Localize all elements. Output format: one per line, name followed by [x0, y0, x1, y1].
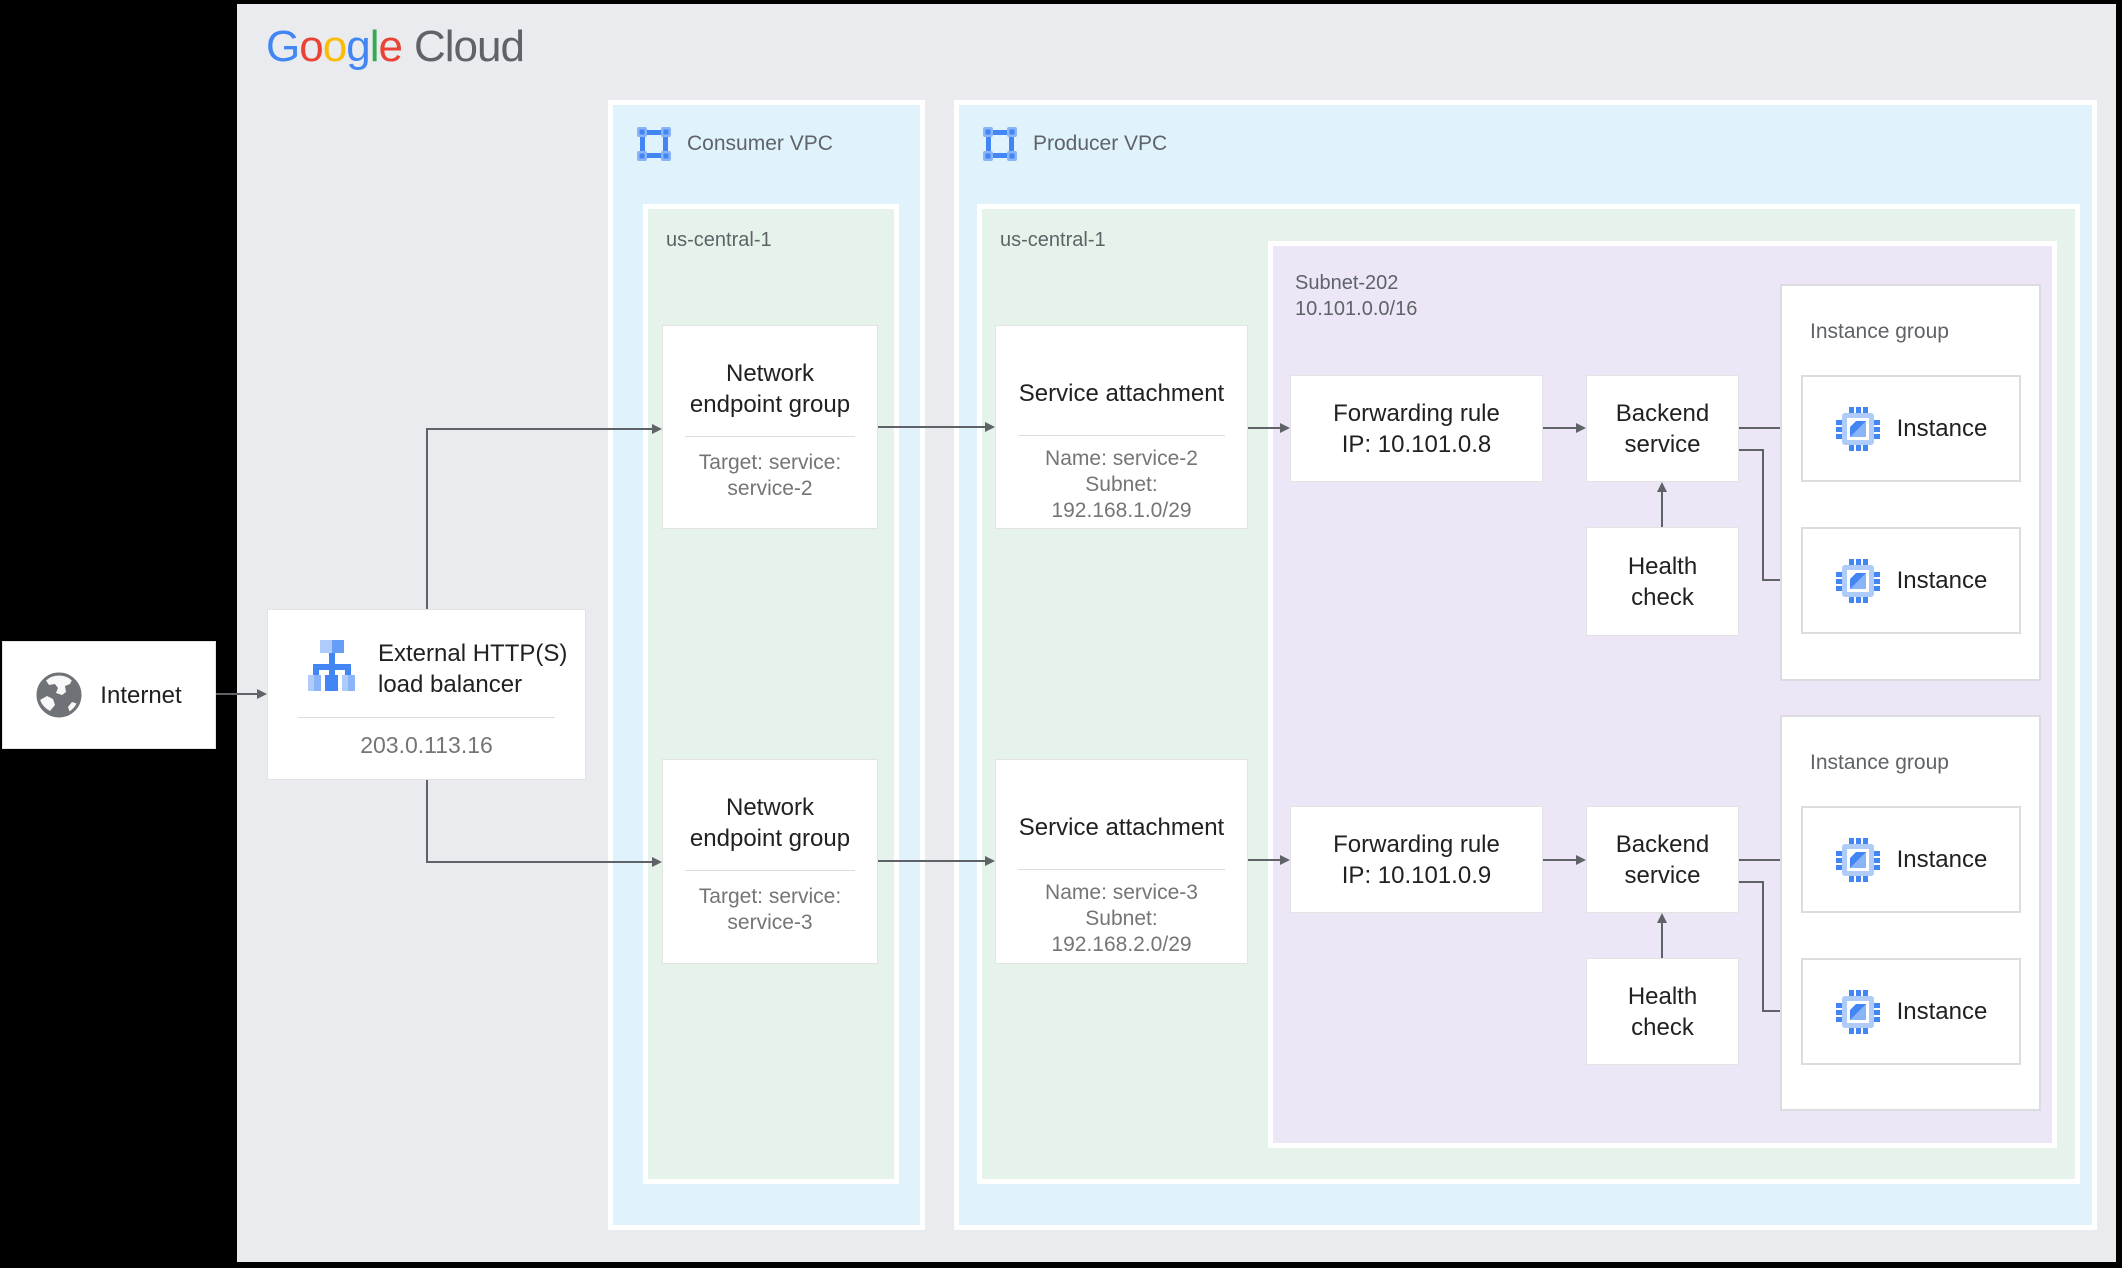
- instance-group-1: Instance group Instance: [1780, 284, 2041, 681]
- service-attachment-title: Service attachment: [1018, 380, 1225, 407]
- neg-target-line2: service-3: [727, 911, 813, 934]
- divider: [685, 870, 855, 871]
- backend-service-label: Backend service: [1615, 830, 1710, 889]
- vpc-network-icon: [983, 127, 1017, 161]
- consumer-vpc-header: Consumer VPC: [637, 127, 833, 161]
- producer-vpc-label: Producer VPC: [1033, 132, 1168, 155]
- instance-group-label: Instance group: [1810, 751, 1949, 774]
- forwarding-rule-1: Forwarding rule IP: 10.101.0.8: [1290, 375, 1543, 482]
- instance-node: Instance: [1801, 527, 2021, 634]
- logo-letter: o: [299, 22, 324, 71]
- subnet-name: Subnet-202: [1295, 272, 1399, 294]
- logo-letter: G: [266, 22, 300, 71]
- service-attachment-2: Service attachment Name: service-3 Subne…: [995, 759, 1248, 964]
- instance-group-2: Instance group Instance: [1780, 715, 2041, 1111]
- sa-name: Name: service-3: [1045, 881, 1198, 904]
- instance-node: Instance: [1801, 958, 2021, 1065]
- consumer-region-label: us-central-1: [666, 229, 772, 251]
- neg-target: Target: service: service-3: [663, 884, 877, 936]
- neg-title-line1: Network: [725, 794, 815, 821]
- instance-label: Instance: [1896, 997, 1988, 1025]
- sa-subnet-cidr: 192.168.2.0/29: [1051, 933, 1192, 956]
- logo-letter: e: [378, 22, 403, 71]
- logo-letter: g: [346, 22, 371, 71]
- compute-instance-icon: [1835, 989, 1880, 1034]
- divider: [1018, 435, 1225, 436]
- globe-icon: [36, 672, 82, 718]
- compute-instance-icon: [1835, 837, 1880, 882]
- neg-title-line1: Network: [725, 360, 815, 387]
- subnet-label: Subnet-202 10.101.0.0/16: [1295, 270, 1417, 322]
- forwarding-rule-title: Forwarding rule: [1333, 399, 1500, 427]
- load-balancer-node: External HTTP(S) load balancer 203.0.113…: [267, 609, 586, 780]
- vpc-network-icon: [637, 127, 671, 161]
- load-balancer-title-line2: load balancer: [378, 671, 523, 698]
- neg-target-line2: service-2: [727, 477, 813, 500]
- producer-region-label: us-central-1: [1000, 229, 1106, 251]
- health-check-2: Health check: [1586, 958, 1739, 1065]
- forwarding-rule-ip: IP: 10.101.0.8: [1341, 430, 1492, 458]
- compute-instance-icon: [1835, 406, 1880, 451]
- backend-service-label: Backend service: [1615, 399, 1710, 458]
- health-check-1: Health check: [1586, 527, 1739, 636]
- divider: [298, 717, 555, 718]
- producer-vpc-header: Producer VPC: [983, 127, 1167, 161]
- sa-subnet-label: Subnet:: [1085, 907, 1158, 930]
- neg-title-line2: endpoint group: [689, 825, 851, 852]
- internet-label: Internet: [100, 681, 182, 709]
- load-balancer-header: External HTTP(S) load balancer: [304, 638, 567, 700]
- forwarding-rule-ip: IP: 10.101.0.9: [1341, 861, 1492, 889]
- instance-node: Instance: [1801, 375, 2021, 482]
- neg-title: Network endpoint group: [663, 792, 877, 854]
- load-balancer-icon: [308, 640, 355, 691]
- network-endpoint-group-2: Network endpoint group Target: service: …: [662, 759, 878, 964]
- neg-target-line1: Target: service:: [698, 451, 842, 474]
- logo-letter: o: [322, 22, 348, 71]
- instance-label: Instance: [1896, 566, 1988, 594]
- load-balancer-title-line1: External HTTP(S): [378, 640, 568, 667]
- consumer-vpc-label: Consumer VPC: [687, 132, 833, 155]
- backend-service-2: Backend service: [1586, 806, 1739, 913]
- forwarding-rule-title: Forwarding rule: [1333, 830, 1500, 858]
- service-attachment-details: Name: service-2 Subnet: 192.168.1.0/29: [996, 446, 1247, 524]
- load-balancer-ip: 203.0.113.16: [360, 732, 493, 758]
- network-endpoint-group-1: Network endpoint group Target: service: …: [662, 325, 878, 529]
- divider: [1018, 869, 1225, 870]
- subnet-cidr: 10.101.0.0/16: [1295, 298, 1418, 320]
- neg-target: Target: service: service-2: [663, 450, 877, 502]
- sa-subnet-label: Subnet:: [1085, 473, 1158, 496]
- instance-group-label: Instance group: [1810, 320, 1949, 343]
- instance-label: Instance: [1896, 414, 1988, 442]
- service-attachment-details: Name: service-3 Subnet: 192.168.2.0/29: [996, 880, 1247, 958]
- instance-node: Instance: [1801, 806, 2021, 913]
- forwarding-rule-2: Forwarding rule IP: 10.101.0.9: [1290, 806, 1543, 913]
- compute-instance-icon: [1835, 558, 1880, 603]
- backend-service-1: Backend service: [1586, 375, 1739, 482]
- load-balancer-title: External HTTP(S) load balancer: [378, 638, 567, 700]
- divider: [685, 436, 855, 437]
- health-check-label: Health check: [1627, 552, 1698, 611]
- instance-label: Instance: [1896, 845, 1988, 873]
- logo-cloud-text: Cloud: [413, 22, 525, 71]
- sa-name: Name: service-2: [1045, 447, 1198, 470]
- service-attachment-title: Service attachment: [1018, 814, 1225, 841]
- neg-target-line1: Target: service:: [698, 885, 842, 908]
- service-attachment-1: Service attachment Name: service-2 Subne…: [995, 325, 1248, 529]
- neg-title: Network endpoint group: [663, 358, 877, 420]
- logo-letter: l: [369, 22, 380, 71]
- sa-subnet-cidr: 192.168.1.0/29: [1051, 499, 1192, 522]
- neg-title-line2: endpoint group: [689, 391, 851, 418]
- internet-node: Internet: [2, 641, 216, 749]
- health-check-label: Health check: [1627, 982, 1698, 1041]
